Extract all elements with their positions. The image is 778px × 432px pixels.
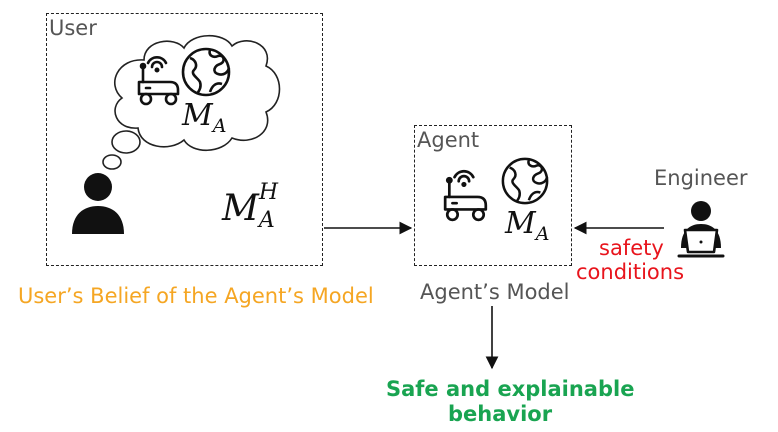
user-belief-caption: User’s Belief of the Agent’s Model [18, 284, 374, 308]
safety-conditions-line1: safety [599, 236, 664, 260]
thought-model-base: M [182, 98, 213, 133]
belief-model-symbol: M H A [222, 182, 278, 238]
safety-conditions-line2: conditions [576, 260, 685, 284]
belief-model-base: M [222, 188, 259, 229]
globe-icon [501, 157, 549, 205]
engineer-label: Engineer [654, 166, 748, 190]
robot-icon [137, 56, 180, 106]
user-box [46, 13, 323, 266]
robot-icon [443, 169, 488, 222]
belief-model-sub: A [258, 208, 275, 233]
agent-box [414, 125, 572, 266]
agent-model-sub: A [535, 223, 550, 245]
agent-model-symbol: MA [505, 206, 549, 245]
user-person-icon [72, 173, 124, 234]
agent-box-title: Agent [417, 128, 480, 152]
thought-model-sub: A [212, 115, 227, 137]
output-line1: Safe and explainable [386, 377, 635, 401]
agent-model-caption: Agent’s Model [420, 280, 570, 304]
thought-model-symbol: MA [182, 98, 226, 137]
globe-icon [181, 47, 231, 97]
user-box-title: User [49, 16, 97, 40]
belief-model-sup: H [258, 180, 279, 205]
output-line2: behavior [448, 402, 553, 426]
engineer-laptop-icon [677, 201, 725, 258]
agent-model-base: M [505, 206, 536, 241]
